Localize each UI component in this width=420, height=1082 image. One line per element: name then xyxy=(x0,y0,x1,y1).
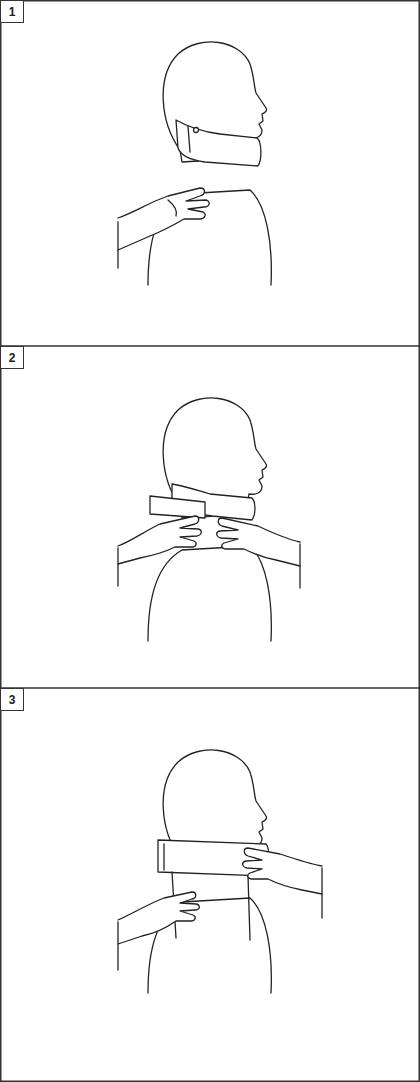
step-number: 1 xyxy=(9,6,16,18)
step-two-drawing xyxy=(118,398,300,641)
step-one-drawing xyxy=(118,42,271,285)
step-number: 2 xyxy=(9,352,16,364)
panel-divider xyxy=(0,687,420,689)
step-number-box: 2 xyxy=(0,346,24,369)
panel-divider xyxy=(0,345,420,347)
step-number-box: 1 xyxy=(0,0,24,23)
step-three-drawing xyxy=(118,750,322,993)
step-number-box: 3 xyxy=(0,688,24,711)
step-number: 3 xyxy=(9,694,16,706)
